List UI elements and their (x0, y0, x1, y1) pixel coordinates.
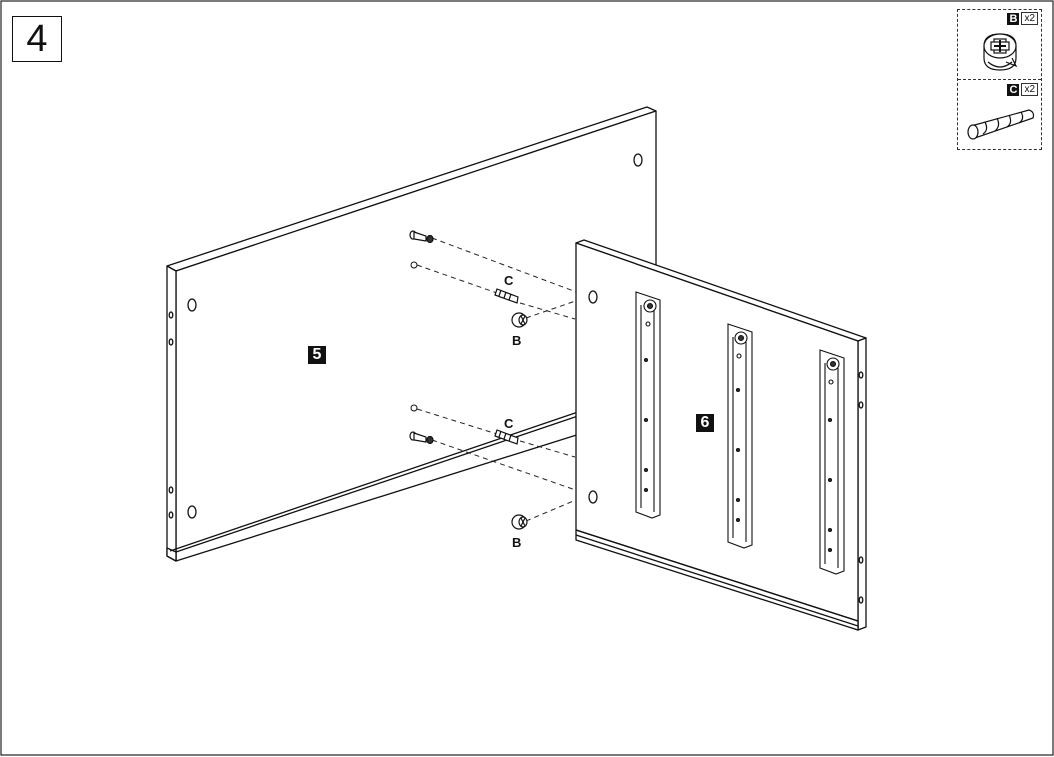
panel-5-label: 5 (308, 346, 326, 364)
cam-bolt-upper (409, 230, 434, 244)
part-b-letter: B (1007, 12, 1020, 25)
part-c-qty: x2 (1021, 83, 1038, 96)
parts-divider (958, 79, 1041, 80)
dowel-lower-label: C (504, 416, 514, 431)
panel-6-label: 6 (696, 414, 714, 432)
dowel-lower (494, 429, 519, 445)
part-c-tag: C x2 (1007, 83, 1038, 96)
parts-legend: B x2 C x2 (957, 9, 1042, 150)
part-c-letter: C (1007, 83, 1020, 96)
cam-lock-icon (983, 33, 1018, 71)
cam-lock-lower-label: B (512, 535, 522, 550)
wood-dowel-icon (967, 109, 1035, 140)
drawer-runner-2 (727, 323, 753, 549)
cam-lock-lower (511, 514, 528, 530)
cam-lock-upper-label: B (512, 333, 522, 348)
dowel-upper (494, 288, 519, 304)
drawer-runner-3 (819, 349, 845, 575)
step-number: 4 (12, 16, 62, 62)
part-b-tag: B x2 (1007, 12, 1038, 25)
drawer-runner-1 (635, 291, 661, 519)
part-b-qty: x2 (1021, 12, 1038, 25)
cam-bolt-lower (409, 431, 434, 445)
cam-lock-upper (511, 312, 528, 328)
dowel-upper-label: C (504, 273, 514, 288)
